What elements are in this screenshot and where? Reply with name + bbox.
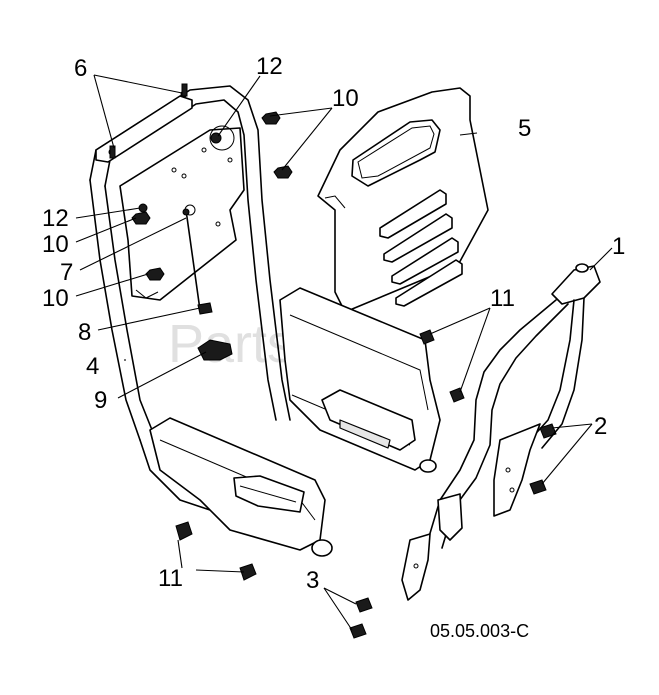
callout-6: 6 (74, 55, 87, 82)
nut-icon (131, 211, 151, 225)
bolt-icon (349, 623, 367, 639)
panel-part-5 (317, 87, 489, 313)
callout-10: 10 (42, 285, 69, 312)
bolt-icon (239, 563, 257, 581)
bolt-icon (175, 521, 193, 541)
callout-3: 3 (306, 567, 319, 594)
stud-icon (181, 83, 188, 97)
nut-icon (449, 387, 465, 403)
callout-5: 5 (518, 115, 531, 142)
bolt-icon (355, 597, 373, 613)
clip-icon (197, 302, 213, 315)
callout-7: 7 (60, 259, 73, 286)
diagram-id: 05.05.003-C (430, 621, 529, 641)
leader-lines (75, 74, 613, 631)
callout-10: 10 (42, 231, 69, 258)
callout-2: 2 (594, 413, 607, 440)
nut-icon (261, 111, 281, 125)
callout-12: 12 (256, 53, 283, 80)
nut-icon (273, 165, 293, 179)
callout-1: 1 (612, 233, 625, 260)
knob-icon (197, 339, 233, 361)
nut-icon (145, 267, 165, 281)
callout-8: 8 (78, 319, 91, 346)
callout-11: 11 (158, 565, 183, 592)
callouts: 6 12 10 5 12 10 7 1 10 11 8 4 9 2 11 3 0… (42, 53, 625, 641)
callout-10: 10 (332, 85, 359, 112)
callout-4: 4 (86, 353, 99, 380)
handle-part-1 (401, 263, 601, 601)
washer-icon (138, 203, 148, 213)
callout-12: 12 (42, 205, 69, 232)
callout-11: 11 (490, 285, 515, 312)
callout-9: 9 (94, 387, 107, 414)
stud-icon (109, 145, 116, 159)
